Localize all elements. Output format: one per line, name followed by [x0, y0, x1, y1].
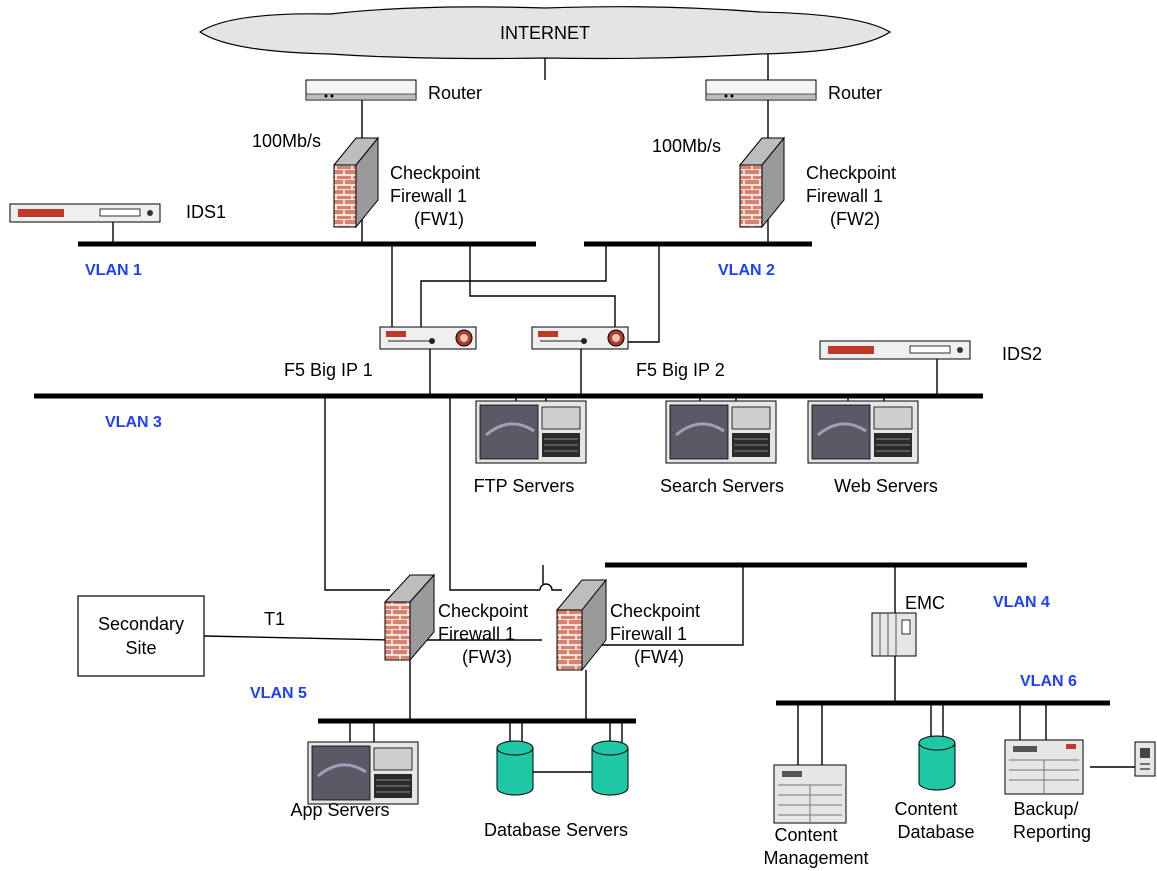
- app-label: App Servers: [290, 800, 389, 820]
- router-icon: [305, 79, 417, 101]
- emc-storage: EMC: [871, 593, 945, 657]
- fw2-line-3: (FW2): [830, 209, 880, 229]
- fw1-line-1: Checkpoint: [390, 163, 480, 183]
- server-icon: [806, 399, 920, 465]
- database-cylinder-icon: [918, 735, 956, 791]
- secondary-site-line-2: Site: [125, 638, 156, 658]
- db-label: Database Servers: [484, 820, 628, 840]
- fw1-line-3: (FW1): [414, 209, 464, 229]
- fw3-line-1: Checkpoint: [438, 601, 528, 621]
- fw1-line-2: Firewall 1: [390, 186, 467, 206]
- search-label: Search Servers: [660, 476, 784, 496]
- content-mgmt-line-2: Management: [763, 848, 868, 868]
- ids-sensor-icon: [819, 340, 971, 360]
- speed-label-2: 100Mb/s: [652, 136, 721, 156]
- storage-array-icon: [871, 612, 917, 657]
- content-db-line-1: Content: [894, 799, 957, 819]
- app-servers: App Servers: [290, 740, 420, 820]
- web-servers: Web Servers: [806, 399, 938, 496]
- t1-label: T1: [264, 609, 285, 629]
- firewall-icon: [555, 578, 608, 672]
- router-1: Router: [305, 79, 482, 103]
- speed-label-1: 100Mb/s: [252, 131, 321, 151]
- server-icon: [664, 399, 778, 465]
- tape-drive-icon: [1134, 741, 1156, 777]
- router-icon: [705, 79, 817, 101]
- fw4-line-2: Firewall 1: [610, 624, 687, 644]
- internet-label: INTERNET: [500, 23, 590, 43]
- tape-drive: [1134, 741, 1156, 777]
- f5-big-ip-2: F5 Big IP 2: [531, 326, 725, 380]
- ids1-label: IDS1: [186, 202, 226, 222]
- firewall-icon: [383, 573, 436, 662]
- fw3-line-2: Firewall 1: [438, 624, 515, 644]
- content-mgmt-line-1: Content: [774, 825, 837, 845]
- backup-line-1: Backup/: [1013, 799, 1078, 819]
- firewall-fw4: Checkpoint Firewall 1 (FW4): [555, 578, 700, 672]
- vlan5-label: VLAN 5: [250, 685, 307, 702]
- firewall-icon: [332, 136, 380, 229]
- firewall-icon: [738, 136, 786, 229]
- load-balancer-icon: [379, 326, 477, 350]
- database-cylinder-icon: [591, 740, 629, 796]
- fw4-line-1: Checkpoint: [610, 601, 700, 621]
- search-servers: Search Servers: [660, 399, 784, 496]
- vlan-labels: VLAN 1 VLAN 2 VLAN 3 VLAN 4 VLAN 5 VLAN …: [85, 262, 1077, 702]
- secondary-site: Secondary Site: [77, 595, 205, 677]
- internet-cloud: INTERNET: [198, 6, 892, 60]
- server-icon: [1004, 739, 1084, 795]
- emc-label: EMC: [905, 593, 945, 613]
- load-balancer-icon: [531, 326, 629, 350]
- firewall-fw3: Checkpoint Firewall 1 (FW3): [383, 573, 528, 667]
- ftp-label: FTP Servers: [474, 476, 575, 496]
- cloud-icon: [198, 6, 892, 60]
- router-2-label: Router: [828, 83, 882, 103]
- server-icon: [306, 740, 420, 806]
- content-database: Content Database: [894, 735, 975, 842]
- ids-sensor-icon: [9, 203, 161, 223]
- router-1-label: Router: [428, 83, 482, 103]
- ftp-servers: FTP Servers: [474, 399, 588, 496]
- firewall-fw1: Checkpoint Firewall 1 (FW1): [332, 136, 480, 229]
- router-2: Router: [705, 79, 882, 103]
- web-label: Web Servers: [834, 476, 938, 496]
- server-icon: [474, 399, 588, 465]
- vlan2-label: VLAN 2: [718, 262, 775, 279]
- fw4-line-3: (FW4): [634, 647, 684, 667]
- content-management: Content Management: [763, 764, 869, 868]
- vlan1-label: VLAN 1: [85, 262, 142, 279]
- vlan4-label: VLAN 4: [993, 594, 1050, 611]
- content-db-line-2: Database: [897, 822, 974, 842]
- ids2: IDS2: [819, 340, 1042, 364]
- vlan6-label: VLAN 6: [1020, 673, 1077, 690]
- firewall-fw2: Checkpoint Firewall 1 (FW2): [738, 136, 896, 229]
- fw3-line-3: (FW3): [462, 647, 512, 667]
- fw2-line-1: Checkpoint: [806, 163, 896, 183]
- database-cylinder-icon: [496, 740, 534, 796]
- f5-1-label: F5 Big IP 1: [284, 360, 373, 380]
- f5-big-ip-1: F5 Big IP 1: [284, 326, 477, 380]
- fw2-line-2: Firewall 1: [806, 186, 883, 206]
- backup-reporting: Backup/ Reporting: [1004, 739, 1091, 842]
- f5-2-label: F5 Big IP 2: [636, 360, 725, 380]
- ids1: IDS1: [9, 202, 226, 223]
- vlan-buses: [34, 241, 1110, 724]
- backup-line-2: Reporting: [1013, 822, 1091, 842]
- database-servers: Database Servers: [484, 740, 629, 840]
- vlan3-label: VLAN 3: [105, 414, 162, 431]
- secondary-site-line-1: Secondary: [98, 614, 184, 634]
- ids2-label: IDS2: [1002, 344, 1042, 364]
- server-icon: [773, 764, 847, 824]
- secondary-site-box: [77, 595, 205, 677]
